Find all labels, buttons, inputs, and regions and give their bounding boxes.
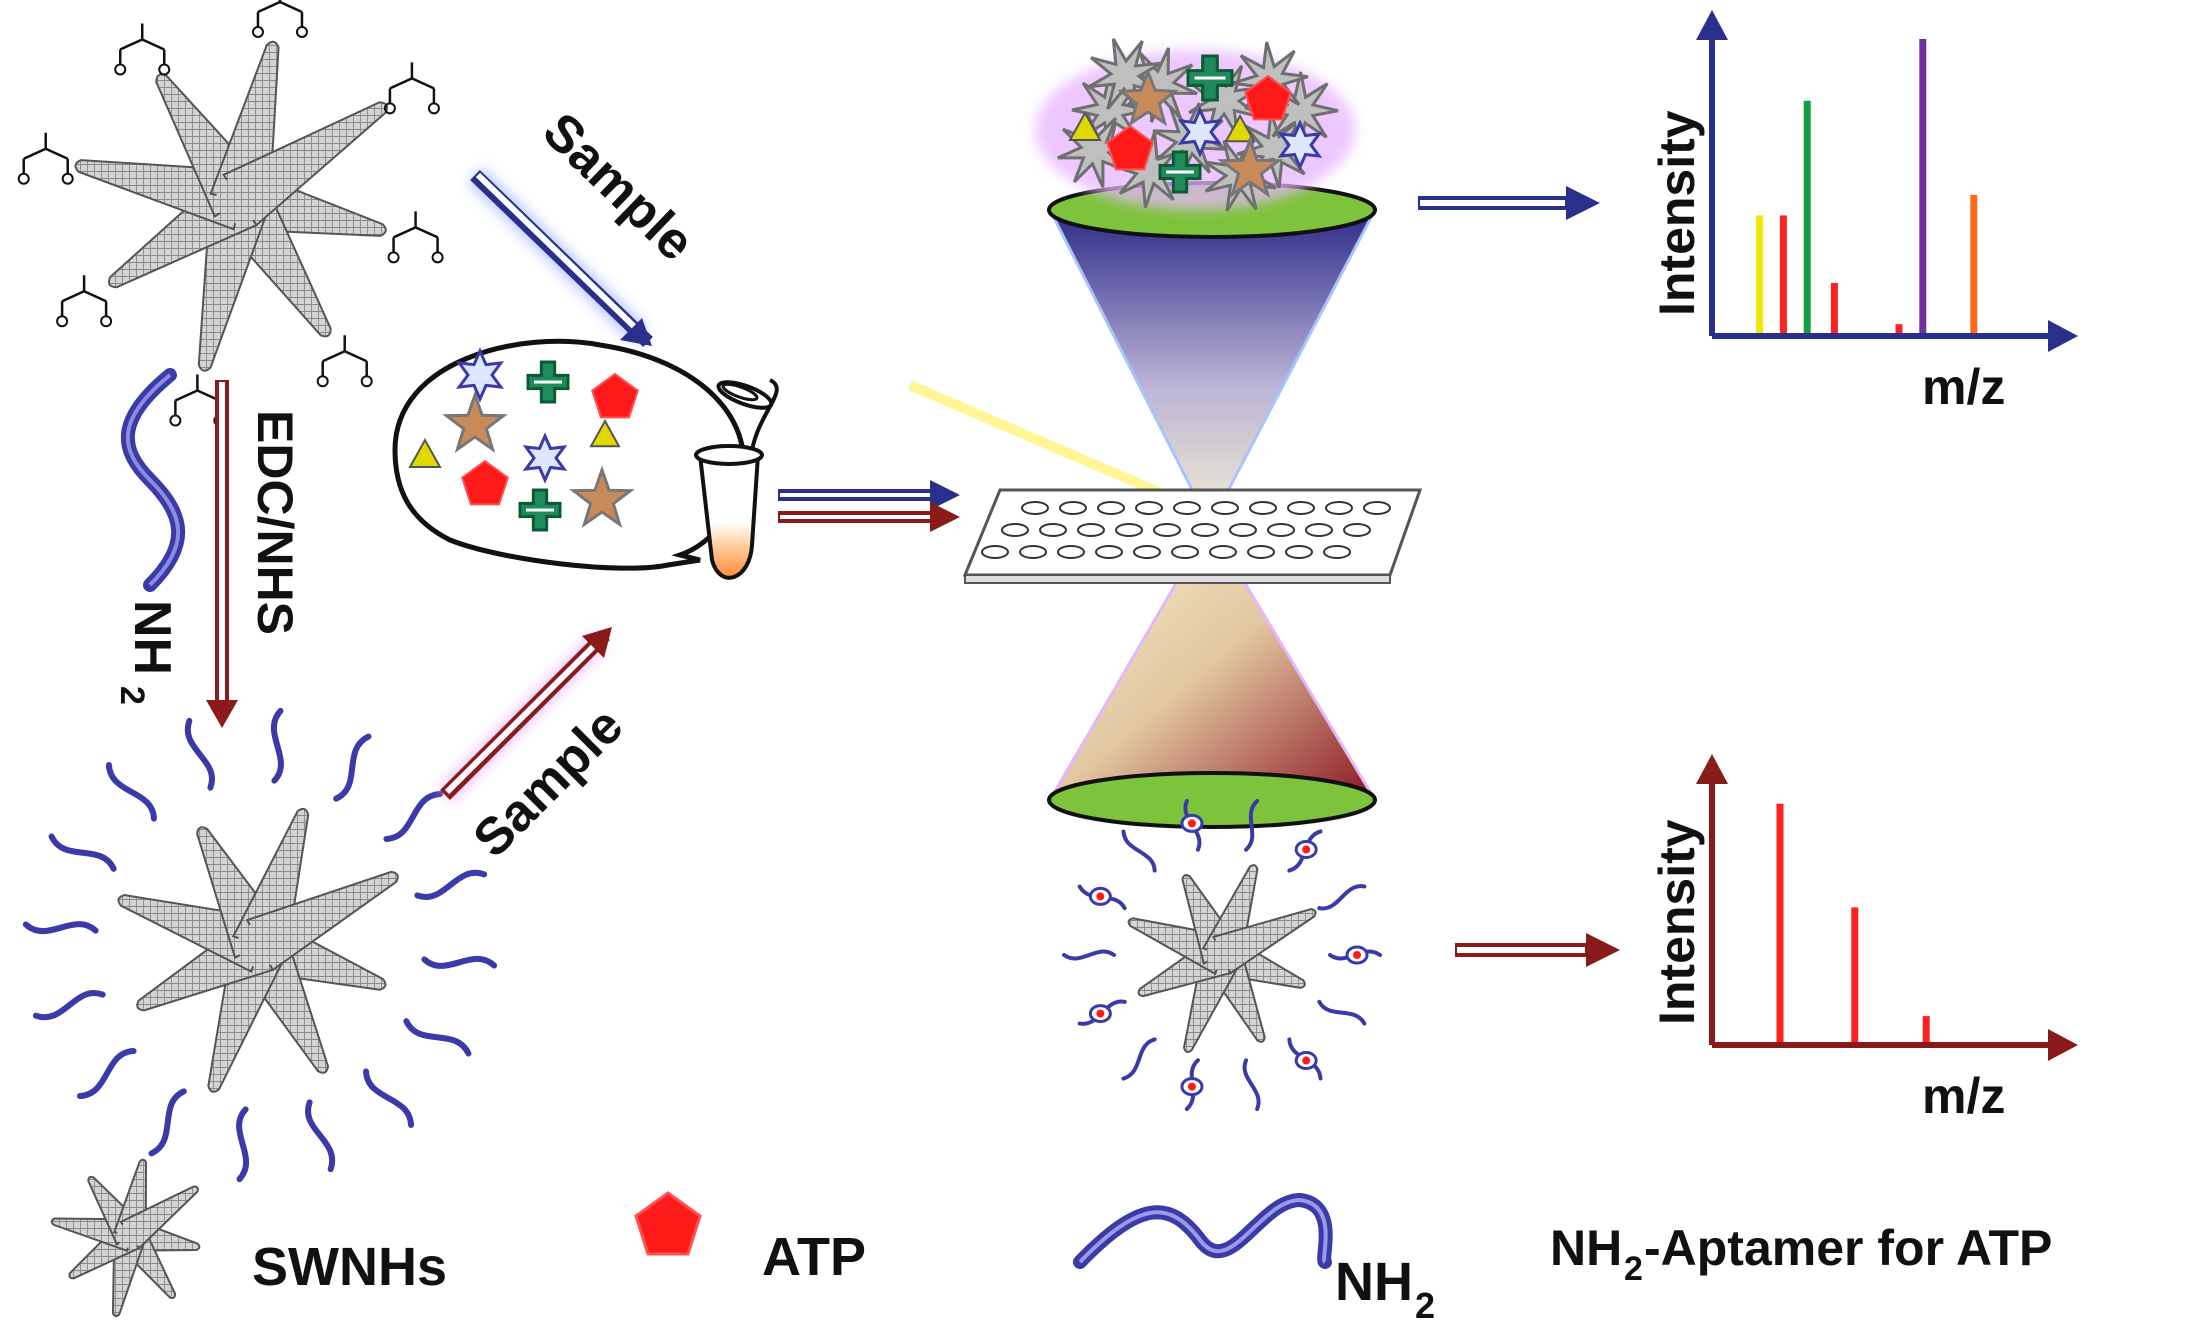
legend-aptamer-rest: -Aptamer for ATP (1644, 1220, 2052, 1276)
top-molecule-cluster (1035, 38, 1355, 212)
spectrum-top-xlabel: m/z (1922, 359, 2005, 415)
sample-arrow-bottom (437, 627, 612, 803)
mass-spectrum-after: Intensity m/z (1649, 754, 2078, 1124)
spectrum-bottom-axes (1709, 780, 2052, 1048)
mass-spectrum-before: Intensity m/z (1649, 10, 2078, 415)
nh2-label-left-sub: 2 (113, 686, 151, 705)
sample-tube (694, 378, 779, 580)
swnh-captured-atp (1062, 798, 1382, 1112)
legend-nh2-sub: 2 (1415, 1285, 1435, 1326)
aptamer-strand-left (121, 368, 186, 592)
spectrum-bottom-xlabel: m/z (1922, 1068, 2005, 1124)
maldi-target-plate (962, 488, 1423, 584)
bottom-target-disk (1047, 771, 1377, 829)
legend: SWNHs ATP NH 2 NH 2 -Aptamer for ATP (50, 1158, 2052, 1326)
legend-nh2-label: NH (1335, 1252, 1413, 1312)
edc-nhs-label: EDC/NHS (247, 410, 303, 635)
nh2-label-left: NH (123, 600, 181, 675)
to-spectrum-top-arrow (1418, 186, 1600, 220)
legend-swnhs-label: SWNHs (252, 1237, 447, 1297)
transfer-arrows (778, 480, 960, 532)
swnh-aptamer (22, 707, 498, 1183)
sample-arrow-top (467, 167, 653, 348)
swnh-carboxyl (17, 0, 444, 427)
legend-aptamer-sub: 2 (1624, 1250, 1643, 1288)
to-spectrum-bottom-arrow (1455, 933, 1620, 967)
spectrum-bottom-ylabel: Intensity (1649, 819, 1705, 1025)
legend-atp-label: ATP (762, 1227, 866, 1287)
spectrum-top-ylabel: Intensity (1649, 110, 1705, 316)
spectrum-top-axes (1709, 36, 2052, 339)
edc-arrow (206, 380, 238, 728)
sample-label-bottom: Sample (462, 697, 634, 869)
legend-swnh-icon (50, 1158, 201, 1318)
bubble-molecules (408, 347, 639, 532)
legend-aptamer-nh: NH (1550, 1220, 1622, 1276)
legend-atp-icon (634, 1191, 702, 1256)
